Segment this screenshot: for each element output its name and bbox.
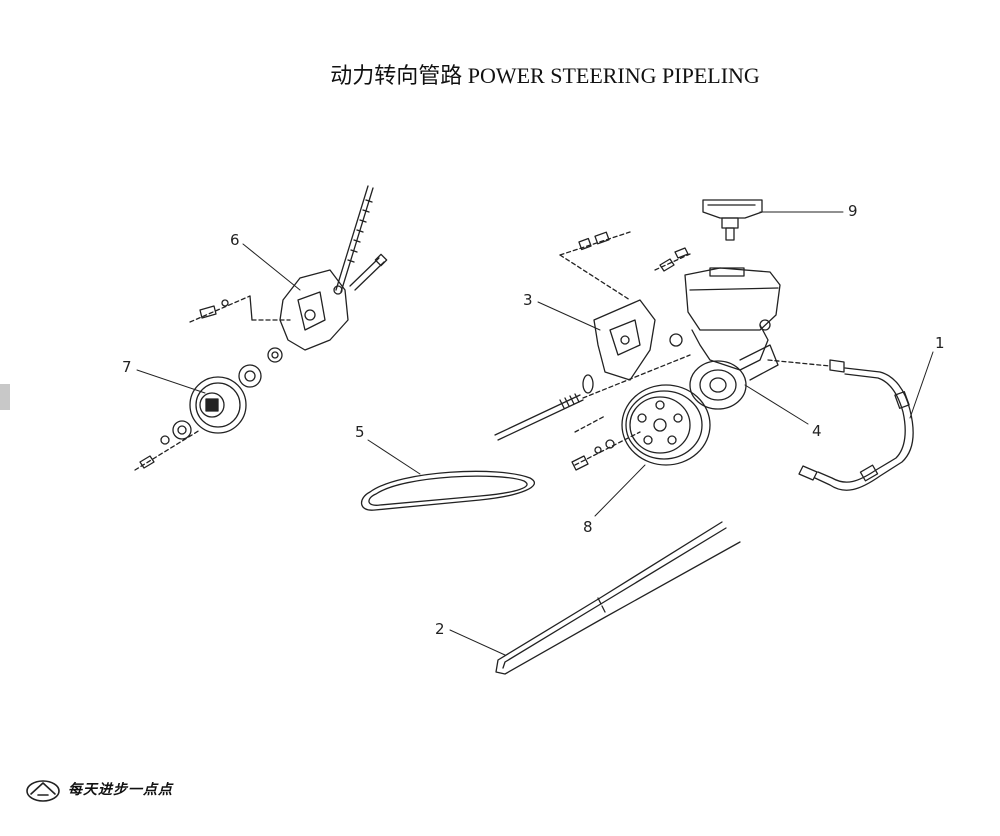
callout-1: 1: [935, 334, 945, 352]
callout-9: 9: [848, 202, 858, 220]
part-3-pump-bracket: [559, 231, 656, 381]
brand-logo-icon: [26, 780, 60, 802]
page-title: 动力转向管路 POWER STEERING PIPELING: [0, 58, 1000, 90]
part-2-return-pipe: [495, 521, 741, 675]
side-tab: [0, 384, 10, 410]
part-8-pump-pulley: [571, 384, 711, 471]
part-4-steering-pump: [494, 247, 845, 441]
title-en: POWER STEERING PIPELING: [467, 63, 760, 88]
callout-5: 5: [355, 423, 365, 441]
part-7-idler-pulley: [134, 364, 262, 471]
callout-6: 6: [230, 231, 240, 249]
part-1-pressure-hose: [798, 367, 914, 491]
callout-2: 2: [435, 620, 445, 638]
callout-7: 7: [122, 358, 132, 376]
title-zh: 动力转向管路: [330, 64, 463, 89]
part-6-bracket: [189, 185, 388, 363]
callout-4: 4: [812, 422, 822, 440]
callout-8: 8: [583, 518, 593, 536]
brand-slogan: 每天进步一点点: [68, 782, 173, 798]
brand-logo-spacer: [26, 778, 62, 800]
part-9-reservoir-cap: [702, 199, 763, 241]
part-5-belt: [360, 470, 536, 511]
leader-lines: [136, 211, 934, 656]
brand-footer: 每天进步一点点: [26, 778, 173, 800]
callout-3: 3: [523, 291, 533, 309]
